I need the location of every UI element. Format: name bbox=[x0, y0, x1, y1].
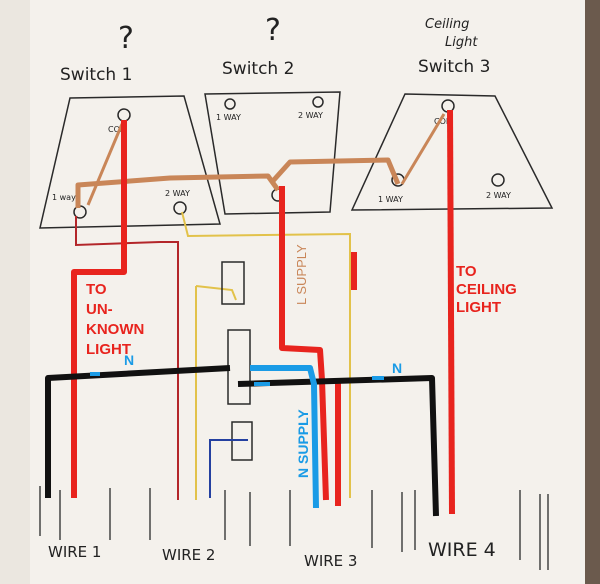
wire-2-label: WIRE 2 bbox=[162, 546, 215, 564]
ceiling-label-bottom: Light bbox=[445, 35, 478, 50]
cable-ends bbox=[39, 486, 549, 570]
black-neutral-wire-right bbox=[237, 375, 439, 517]
brown-com-link bbox=[86, 123, 124, 206]
switch1-1way-label: 1 way bbox=[52, 193, 76, 202]
to-unknown-light-label-4: LIGHT bbox=[86, 341, 131, 358]
switch1-question-mark: ? bbox=[118, 21, 134, 56]
switch2-2way-label: 2 WAY bbox=[298, 111, 323, 120]
switch3-2way-label: 2 WAY bbox=[486, 191, 511, 200]
to-unknown-light-label-3: KNOWN bbox=[86, 321, 144, 338]
blue-neutral-wire bbox=[250, 365, 319, 509]
switch2-title: Switch 2 bbox=[222, 59, 294, 79]
brown-com-link-3 bbox=[400, 113, 446, 185]
paper-shadow-edge bbox=[0, 0, 30, 584]
switch3-com-label: COM bbox=[434, 117, 453, 126]
wire-4-label: WIRE 4 bbox=[428, 539, 496, 561]
neutral-right-label: N bbox=[392, 360, 402, 376]
terminal-block-1 bbox=[221, 261, 245, 305]
switch3-1way-label: 1 WAY bbox=[378, 195, 403, 204]
yellow-wire-2 bbox=[195, 285, 237, 301]
switch3-title: Switch 3 bbox=[418, 57, 490, 77]
wire-3-label: WIRE 3 bbox=[304, 552, 357, 570]
ceiling-label-top: Ceiling bbox=[425, 17, 469, 32]
switch2-body bbox=[204, 91, 341, 215]
navy-wire bbox=[209, 439, 248, 498]
dark-red-wire bbox=[75, 216, 161, 247]
red-wire-ceiling-light bbox=[447, 109, 455, 515]
switch3-body bbox=[350, 93, 554, 211]
to-unknown-light-label-2: UN- bbox=[86, 301, 113, 318]
switch1-title: Switch 1 bbox=[60, 65, 132, 85]
red-wire-unknown-light bbox=[71, 120, 127, 498]
switch2-question-mark: ? bbox=[265, 13, 281, 48]
n-supply-label: N SUPPLY bbox=[295, 409, 311, 478]
switch2-1way-terminal bbox=[224, 98, 236, 110]
switch3-2way-terminal bbox=[491, 173, 505, 187]
l-supply-label: L SUPPLY bbox=[294, 244, 309, 305]
red-wire-l-supply bbox=[279, 186, 329, 501]
to-unknown-light-label-1: TO bbox=[86, 281, 107, 298]
brown-strapper-wire-2 bbox=[270, 157, 401, 185]
yellow-wire bbox=[181, 211, 351, 498]
switch2-2way-terminal bbox=[312, 96, 324, 108]
switch1-com-label: COM bbox=[108, 125, 127, 134]
switch1-2way-terminal bbox=[173, 201, 187, 215]
switch1-2way-label: 2 WAY bbox=[165, 189, 190, 198]
to-ceiling-light-label-2: CEILING bbox=[456, 281, 517, 298]
to-ceiling-light-label-3: LIGHT bbox=[456, 299, 501, 316]
switch1-body bbox=[39, 95, 221, 229]
switch2-1way-label: 1 WAY bbox=[216, 113, 241, 122]
wire-1-label: WIRE 1 bbox=[48, 543, 101, 561]
dark-red-wire-2 bbox=[160, 241, 179, 500]
table-edge bbox=[585, 0, 600, 584]
to-ceiling-light-label-1: TO bbox=[456, 263, 477, 280]
neutral-left-label: N bbox=[124, 352, 134, 368]
black-neutral-wire-left bbox=[45, 365, 231, 498]
